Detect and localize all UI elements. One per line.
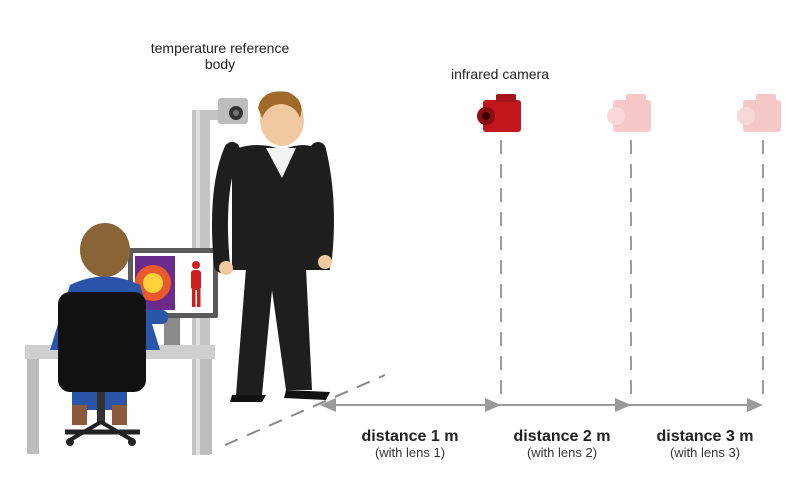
distance-2-title: distance 2 m (513, 428, 611, 445)
distance-arrows (320, 398, 763, 412)
office-chair (58, 292, 146, 446)
distance-2-label: distance 2 m (with lens 2) (497, 428, 627, 461)
floor-guides (224, 374, 386, 446)
reference-label: temperature reference body (130, 40, 310, 72)
infrared-camera-faded-icon (607, 94, 651, 132)
distance-1-label: distance 1 m (with lens 1) (345, 428, 475, 461)
reference-label-line2: body (204, 56, 236, 73)
distance-3-label: distance 3 m (with lens 3) (640, 428, 770, 461)
distance-2-lens: (with lens 2) (526, 445, 598, 461)
monitor (128, 248, 218, 345)
distance-1-lens: (with lens 1) (374, 445, 446, 461)
distance-3-lens: (with lens 3) (669, 445, 741, 461)
temperature-reference-body-icon (218, 98, 248, 124)
distance-1-title: distance 1 m (361, 428, 459, 445)
infrared-camera-icon (477, 94, 521, 132)
reference-label-line1: temperature reference (150, 40, 290, 56)
distance-3-title: distance 3 m (656, 428, 754, 445)
infrared-camera-faded-icon (737, 94, 781, 132)
camera-label: infrared camera (450, 66, 550, 82)
subject-person (211, 91, 334, 402)
camera-track-lines (500, 140, 764, 400)
